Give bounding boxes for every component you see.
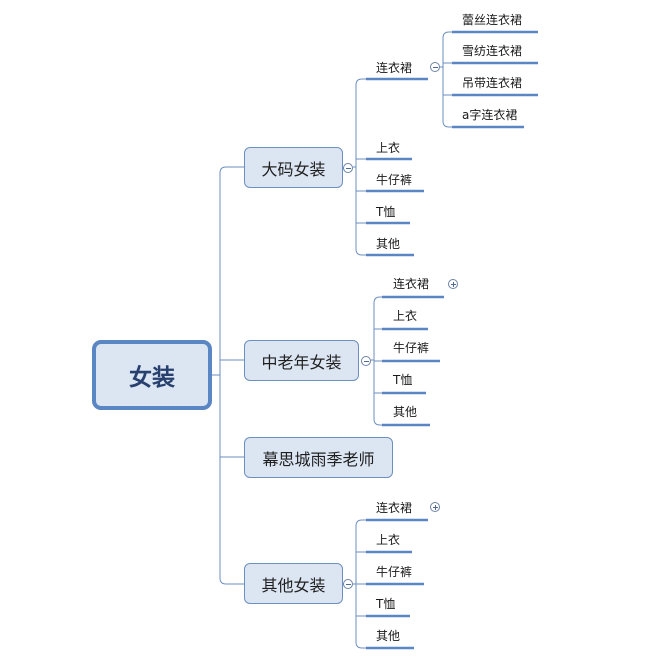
leaf-top[interactable]: 上衣	[376, 533, 401, 547]
trunk-connector	[219, 577, 244, 585]
leaf-lace-dress[interactable]: 蕾丝连衣裙	[462, 13, 523, 27]
collapse-toggle-icon[interactable]	[343, 163, 353, 173]
leaf-tshirt[interactable]: T恤	[376, 205, 396, 219]
branch-node-large-size[interactable]: 大码女装	[244, 147, 343, 188]
other-womenswear-connector	[355, 641, 366, 649]
collapse-toggle-icon[interactable]	[430, 62, 440, 72]
leaf-top[interactable]: 上衣	[393, 309, 418, 323]
leaf-jeans[interactable]: 牛仔裤	[376, 173, 413, 187]
expand-toggle-icon[interactable]	[448, 279, 458, 289]
leaf-jeans[interactable]: 牛仔裤	[376, 565, 413, 579]
leaf-dress[interactable]: 连衣裙	[376, 501, 413, 515]
leaf-top[interactable]: 上衣	[376, 141, 401, 155]
large-size-connector	[355, 248, 366, 256]
collapse-toggle-icon[interactable]	[343, 579, 353, 589]
leaf-other[interactable]: 其他	[376, 237, 401, 251]
expand-toggle-icon[interactable]	[430, 502, 440, 512]
root-node[interactable]: 女装	[92, 340, 212, 410]
leaf-dress[interactable]: 连衣裙	[393, 277, 430, 291]
branch-node-middle-aged[interactable]: 中老年女装	[244, 340, 359, 381]
leaf-tshirt[interactable]: T恤	[393, 373, 413, 387]
middle-aged-connector	[373, 418, 382, 426]
leaf-strap-dress[interactable]: 吊带连衣裙	[462, 76, 523, 90]
leaf-chiffon-dress[interactable]: 雪纺连衣裙	[462, 44, 523, 58]
leaf-other[interactable]: 其他	[376, 629, 401, 643]
trunk-connector	[219, 166, 244, 174]
collapse-toggle-icon[interactable]	[361, 356, 371, 366]
dress-types-connector	[442, 31, 452, 39]
other-womenswear-connector	[355, 519, 366, 527]
middle-aged-connector	[373, 296, 382, 304]
leaf-other[interactable]: 其他	[393, 405, 418, 419]
leaf-dress[interactable]: 连衣裙	[376, 61, 413, 75]
leaf-jeans[interactable]: 牛仔裤	[393, 341, 430, 355]
leaf-tshirt[interactable]: T恤	[376, 597, 396, 611]
dress-types-connector	[442, 120, 452, 128]
leaf-a-line-dress[interactable]: a字连衣裙	[462, 108, 518, 122]
branch-node-other-womenswear[interactable]: 其他女装	[244, 563, 343, 604]
large-size-connector	[355, 78, 366, 86]
branch-node-teacher[interactable]: 幕思城雨季老师	[244, 437, 393, 478]
